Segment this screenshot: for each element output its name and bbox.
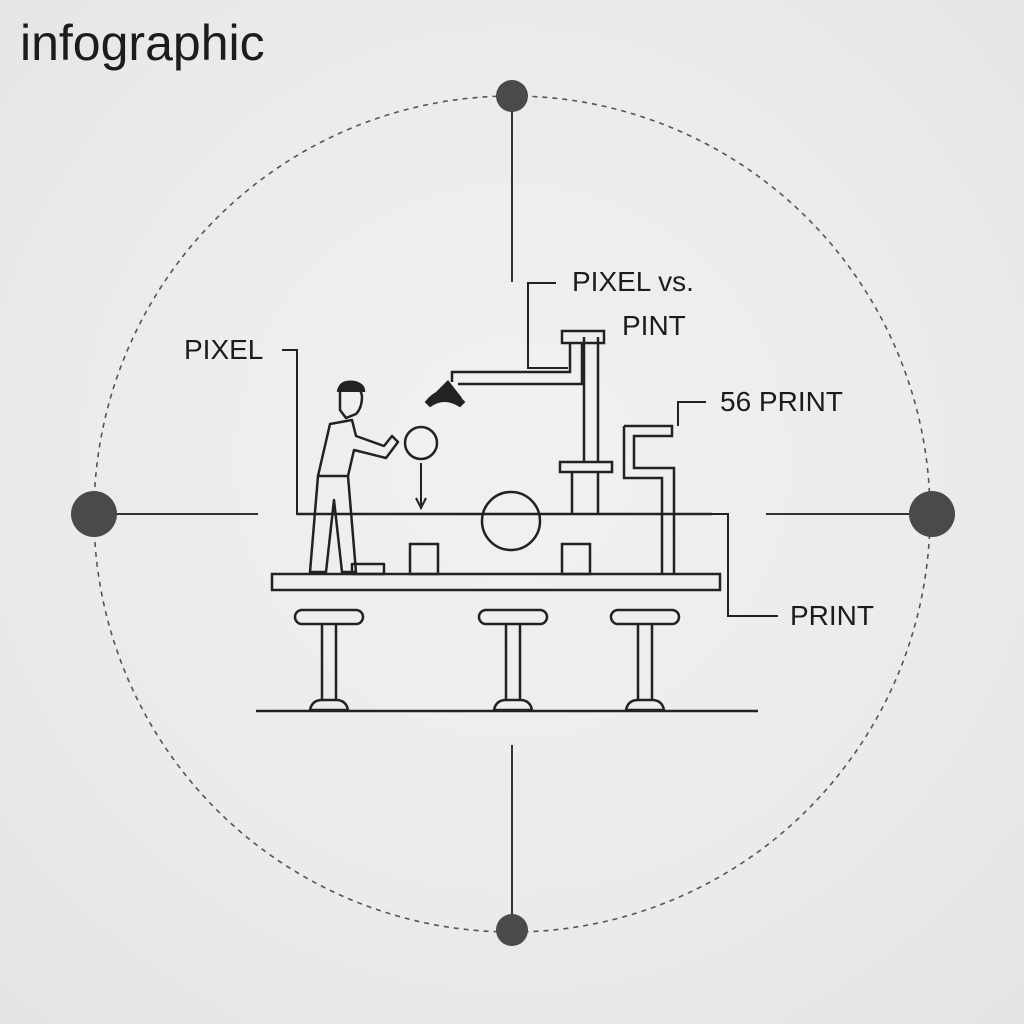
small-box-right (560, 542, 592, 576)
node-bottom (496, 914, 528, 946)
center-circle (480, 490, 542, 552)
node-left (71, 491, 117, 537)
stool-right (609, 608, 681, 712)
person-figure (308, 380, 400, 576)
lamp-shade (428, 380, 462, 400)
machine-base-column (570, 472, 600, 514)
leader-pixel (282, 349, 358, 515)
label-56-print: 56 PRINT (720, 386, 843, 417)
small-box-left (408, 542, 440, 576)
page-title: infographic (20, 15, 265, 71)
drop-arrow-head (415, 497, 427, 511)
person-hair (336, 380, 366, 393)
label-print: PRINT (790, 600, 874, 631)
person-torso (316, 418, 400, 478)
label-pixel: PIXEL (184, 334, 264, 365)
stool-left (293, 608, 365, 712)
leader-pixel-vs (527, 282, 568, 369)
leader-56-print (677, 401, 706, 426)
label-pixel-vs-line2: PINT (622, 310, 686, 341)
counter-top (270, 572, 722, 592)
leader-print (710, 513, 778, 617)
pipe-hook (622, 424, 676, 574)
label-pixel-vs-line1: PIXEL vs. (572, 266, 694, 297)
person-legs (308, 475, 358, 574)
person-foot-block (350, 562, 386, 576)
stool-middle (477, 608, 549, 712)
machine-arm (450, 337, 600, 462)
node-right (909, 491, 955, 537)
held-ball (403, 425, 439, 461)
node-top (496, 80, 528, 112)
machine-cap (560, 329, 606, 345)
machine-base-plate (558, 460, 614, 474)
